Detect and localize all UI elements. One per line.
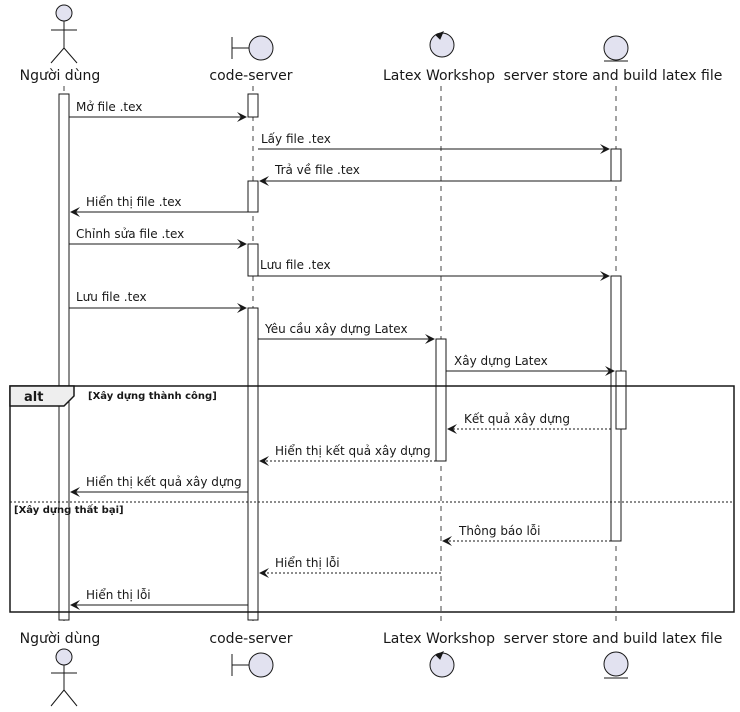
entity-icon: [603, 35, 629, 62]
message-label-11: Hiển thị kết quả xây dựng: [275, 444, 431, 458]
participant-user-bottom: Người dùng: [20, 631, 101, 707]
message-label-5: Chỉnh sửa file .tex: [76, 227, 184, 241]
message-label-4: Hiển thị file .tex: [86, 195, 182, 209]
alt-guard-success: [Xây dựng thành công]: [88, 390, 217, 402]
participant-latex-workshop-top: Latex Workshop: [383, 31, 495, 84]
alt-label: alt: [24, 390, 43, 405]
participant-store-top: server store and build latex file: [504, 35, 723, 84]
participant-code-server-label: code-server: [209, 68, 292, 84]
participant-latex-workshop-label: Latex Workshop: [383, 68, 495, 84]
boundary-icon: [231, 652, 274, 678]
participant-code-server-bottom: code-server: [209, 631, 293, 678]
entity-icon: [603, 651, 629, 679]
boundary-icon: [231, 35, 274, 61]
control-icon: [429, 31, 455, 58]
message-label-12: Hiển thị kết quả xây dựng: [86, 475, 242, 489]
message-label-15: Hiển thị lỗi: [86, 588, 151, 602]
activation-code-server-4: [247, 307, 259, 621]
message-label-1: Mở file .tex: [76, 100, 142, 114]
message-label-7: Lưu file .tex: [76, 290, 147, 304]
activation-store-3: [615, 370, 627, 430]
messages: Mở file .tex Lấy file .tex Trả về file .…: [69, 100, 615, 610]
participant-user-top: Người dùng: [20, 4, 101, 84]
participants-bottom: Người dùng code-server Latex Workshop: [20, 631, 723, 707]
message-label-3: Trả về file .tex: [274, 163, 360, 177]
alt-frame: [9, 385, 735, 613]
activation-code-server-2: [247, 180, 259, 213]
control-icon: [429, 651, 455, 678]
participant-latex-workshop-bottom: Latex Workshop: [383, 631, 495, 678]
message-label-10: Kết quả xây dựng: [464, 412, 570, 426]
actor-icon: [50, 648, 78, 707]
participant-store-label: server store and build latex file: [504, 68, 723, 84]
activation-code-server-1: [247, 93, 259, 118]
activation-bars: [58, 93, 627, 621]
message-label-13: Thông báo lỗi: [458, 524, 540, 538]
participant-store-label-bottom: server store and build latex file: [504, 631, 723, 647]
actor-icon: [50, 4, 78, 64]
participant-code-server-top: code-server: [209, 35, 293, 84]
message-label-6: Lưu file .tex: [260, 258, 331, 272]
participant-latex-workshop-label-bottom: Latex Workshop: [383, 631, 495, 647]
message-label-2: Lấy file .tex: [261, 132, 331, 146]
participants-top: Người dùng code-server Latex Workshop se…: [20, 4, 723, 84]
participant-user-label-bottom: Người dùng: [20, 631, 101, 647]
activation-latex-workshop: [435, 338, 447, 462]
participant-store-bottom: server store and build latex file: [504, 631, 723, 679]
participant-code-server-label-bottom: code-server: [209, 631, 292, 647]
alt-tab: [9, 385, 75, 407]
message-label-9: Xây dựng Latex: [454, 354, 548, 368]
activation-user: [58, 93, 70, 621]
alt-fragment: alt [Xây dựng thành công] [Xây dựng thất…: [9, 385, 735, 613]
message-label-8: Yêu cầu xây dựng Latex: [264, 322, 408, 336]
message-label-14: Hiển thị lỗi: [275, 556, 340, 570]
activation-code-server-3: [247, 243, 259, 277]
participant-user-label: Người dùng: [20, 68, 101, 84]
alt-guard-failure: [Xây dựng thất bại]: [14, 503, 124, 516]
activation-store-1: [610, 148, 622, 182]
